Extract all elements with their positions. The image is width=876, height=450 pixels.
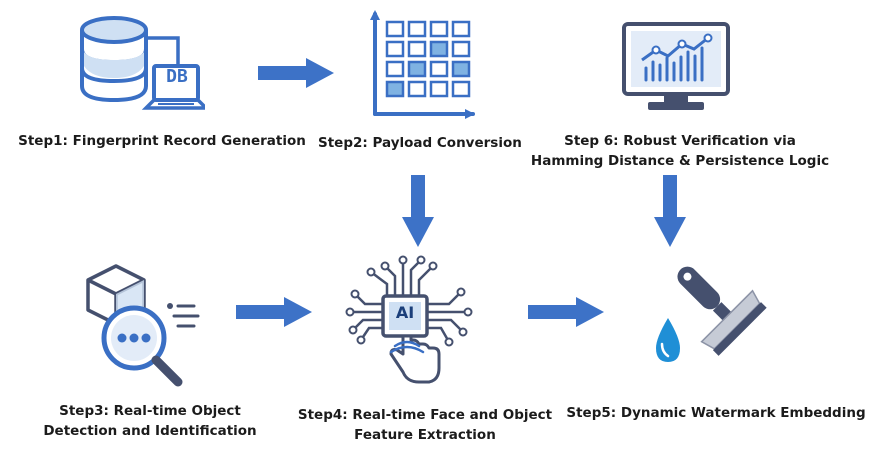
arrow-step3-to-step4 <box>236 297 312 327</box>
grid-chart-icon <box>370 10 475 119</box>
arrow-step6-to-step5 <box>654 175 686 247</box>
step2-label: Step2: Payload Conversion <box>318 135 522 151</box>
step5-label: Step5: Dynamic Watermark Embedding <box>566 405 866 421</box>
arrow-step4-to-step5 <box>528 297 604 327</box>
arrow-step2-to-step4 <box>402 175 434 247</box>
object-detection-icon <box>86 264 200 387</box>
ai-chip-touch-icon <box>345 255 473 384</box>
step6-label-line1: Step 6: Robust Verification via <box>564 133 796 149</box>
step3-label: Step3: Real-time Object Detection and Id… <box>28 401 272 441</box>
step4-label-line2: Feature Extraction <box>354 427 496 443</box>
step3-label-line2: Detection and Identification <box>43 423 257 439</box>
step4-label-line1: Step4: Real-time Face and Object <box>297 407 553 423</box>
step4-label: Step4: Real-time Face and Object Feature… <box>290 405 560 445</box>
arrow-step1-to-step2 <box>258 58 334 88</box>
chip-text: AI <box>395 303 415 322</box>
step3-label-line1: Step3: Real-time Object <box>59 403 241 419</box>
monitor-chart-icon <box>622 22 730 110</box>
watermark-stamp-icon <box>656 266 767 362</box>
step6-label-line2: Hamming Distance & Persistence Logic <box>530 153 830 169</box>
step1-label: Step1: Fingerprint Record Generation <box>18 133 306 149</box>
db-text: DB <box>166 66 188 87</box>
step6-label: Step 6: Robust Verification via Hamming … <box>530 131 830 171</box>
database-laptop-icon <box>80 16 205 110</box>
